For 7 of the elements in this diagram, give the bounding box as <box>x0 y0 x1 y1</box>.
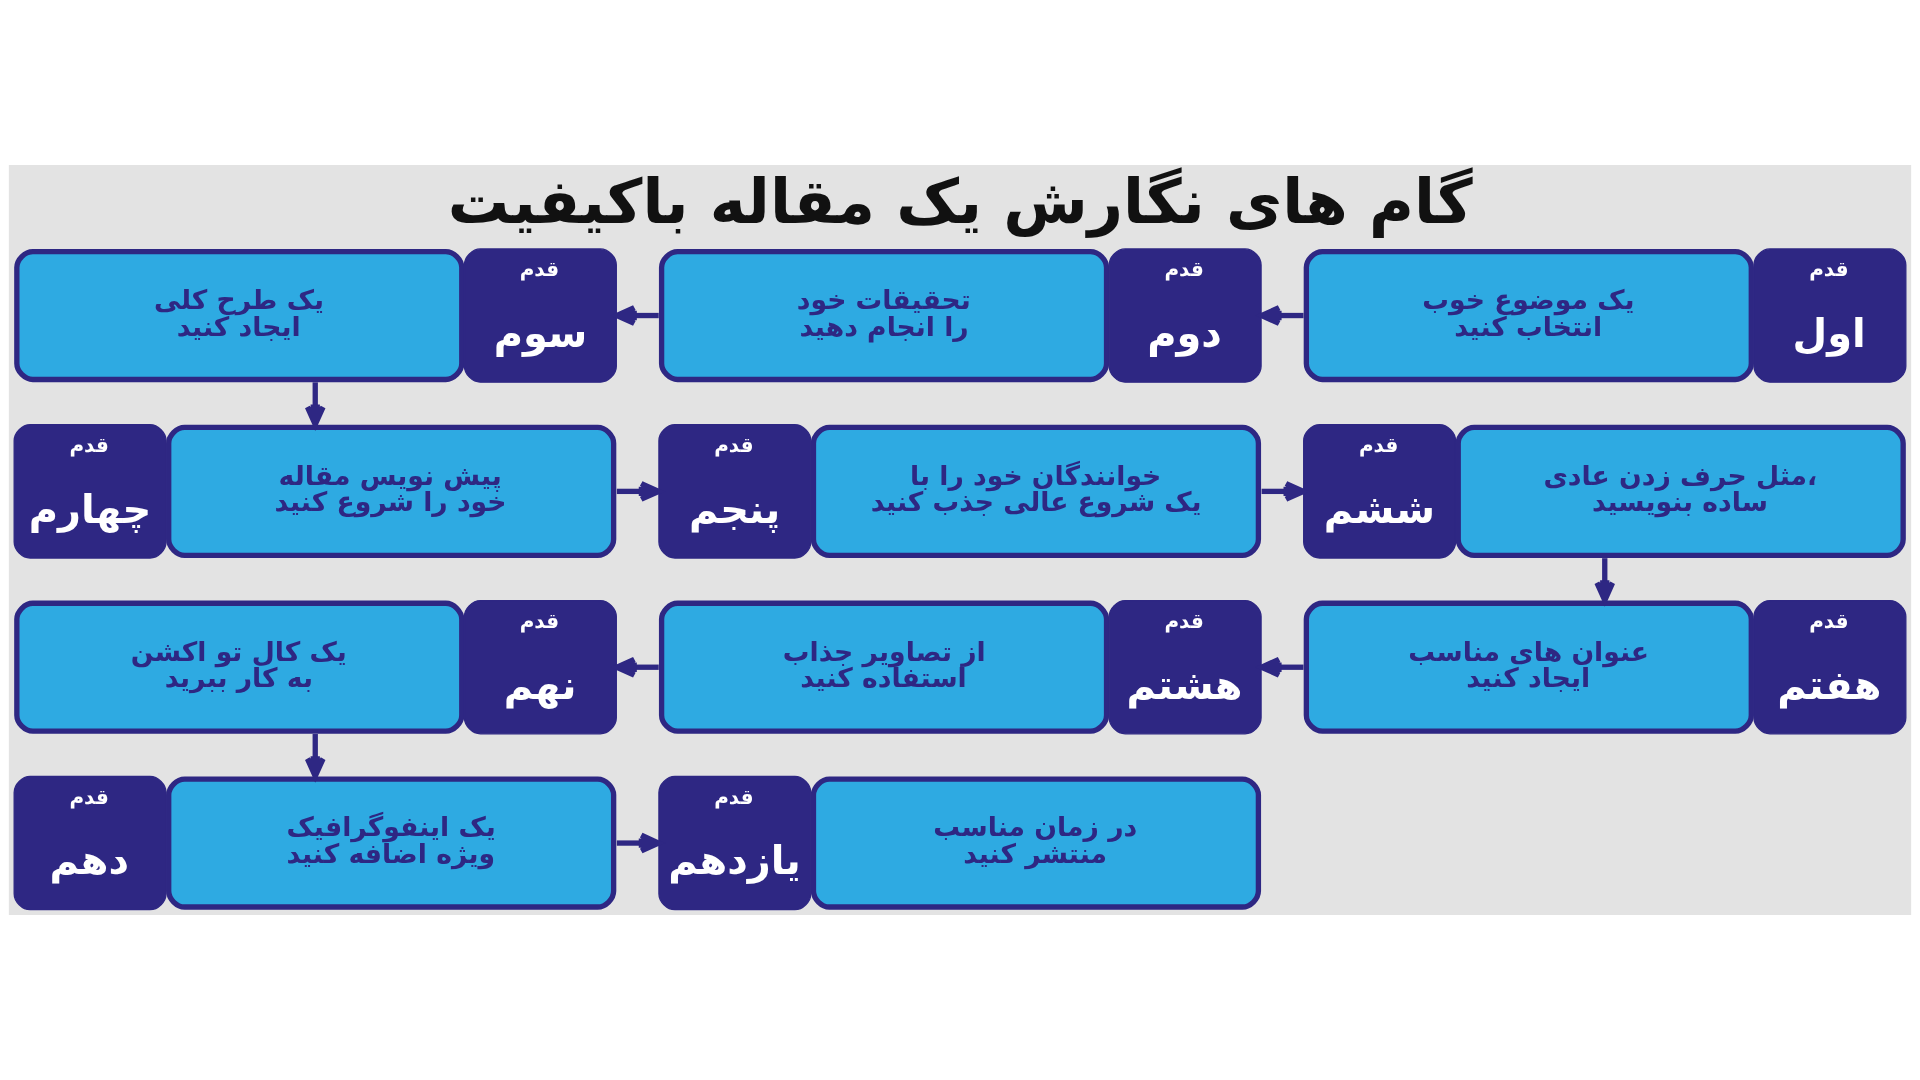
arrow <box>616 480 662 502</box>
arrow <box>1258 305 1304 326</box>
arrow <box>614 656 659 678</box>
arrow <box>1258 656 1304 678</box>
arrow <box>304 382 326 428</box>
arrow <box>616 832 662 854</box>
diagram-title: گام های نگارش یک مقاله باکیفیت <box>447 166 1473 238</box>
